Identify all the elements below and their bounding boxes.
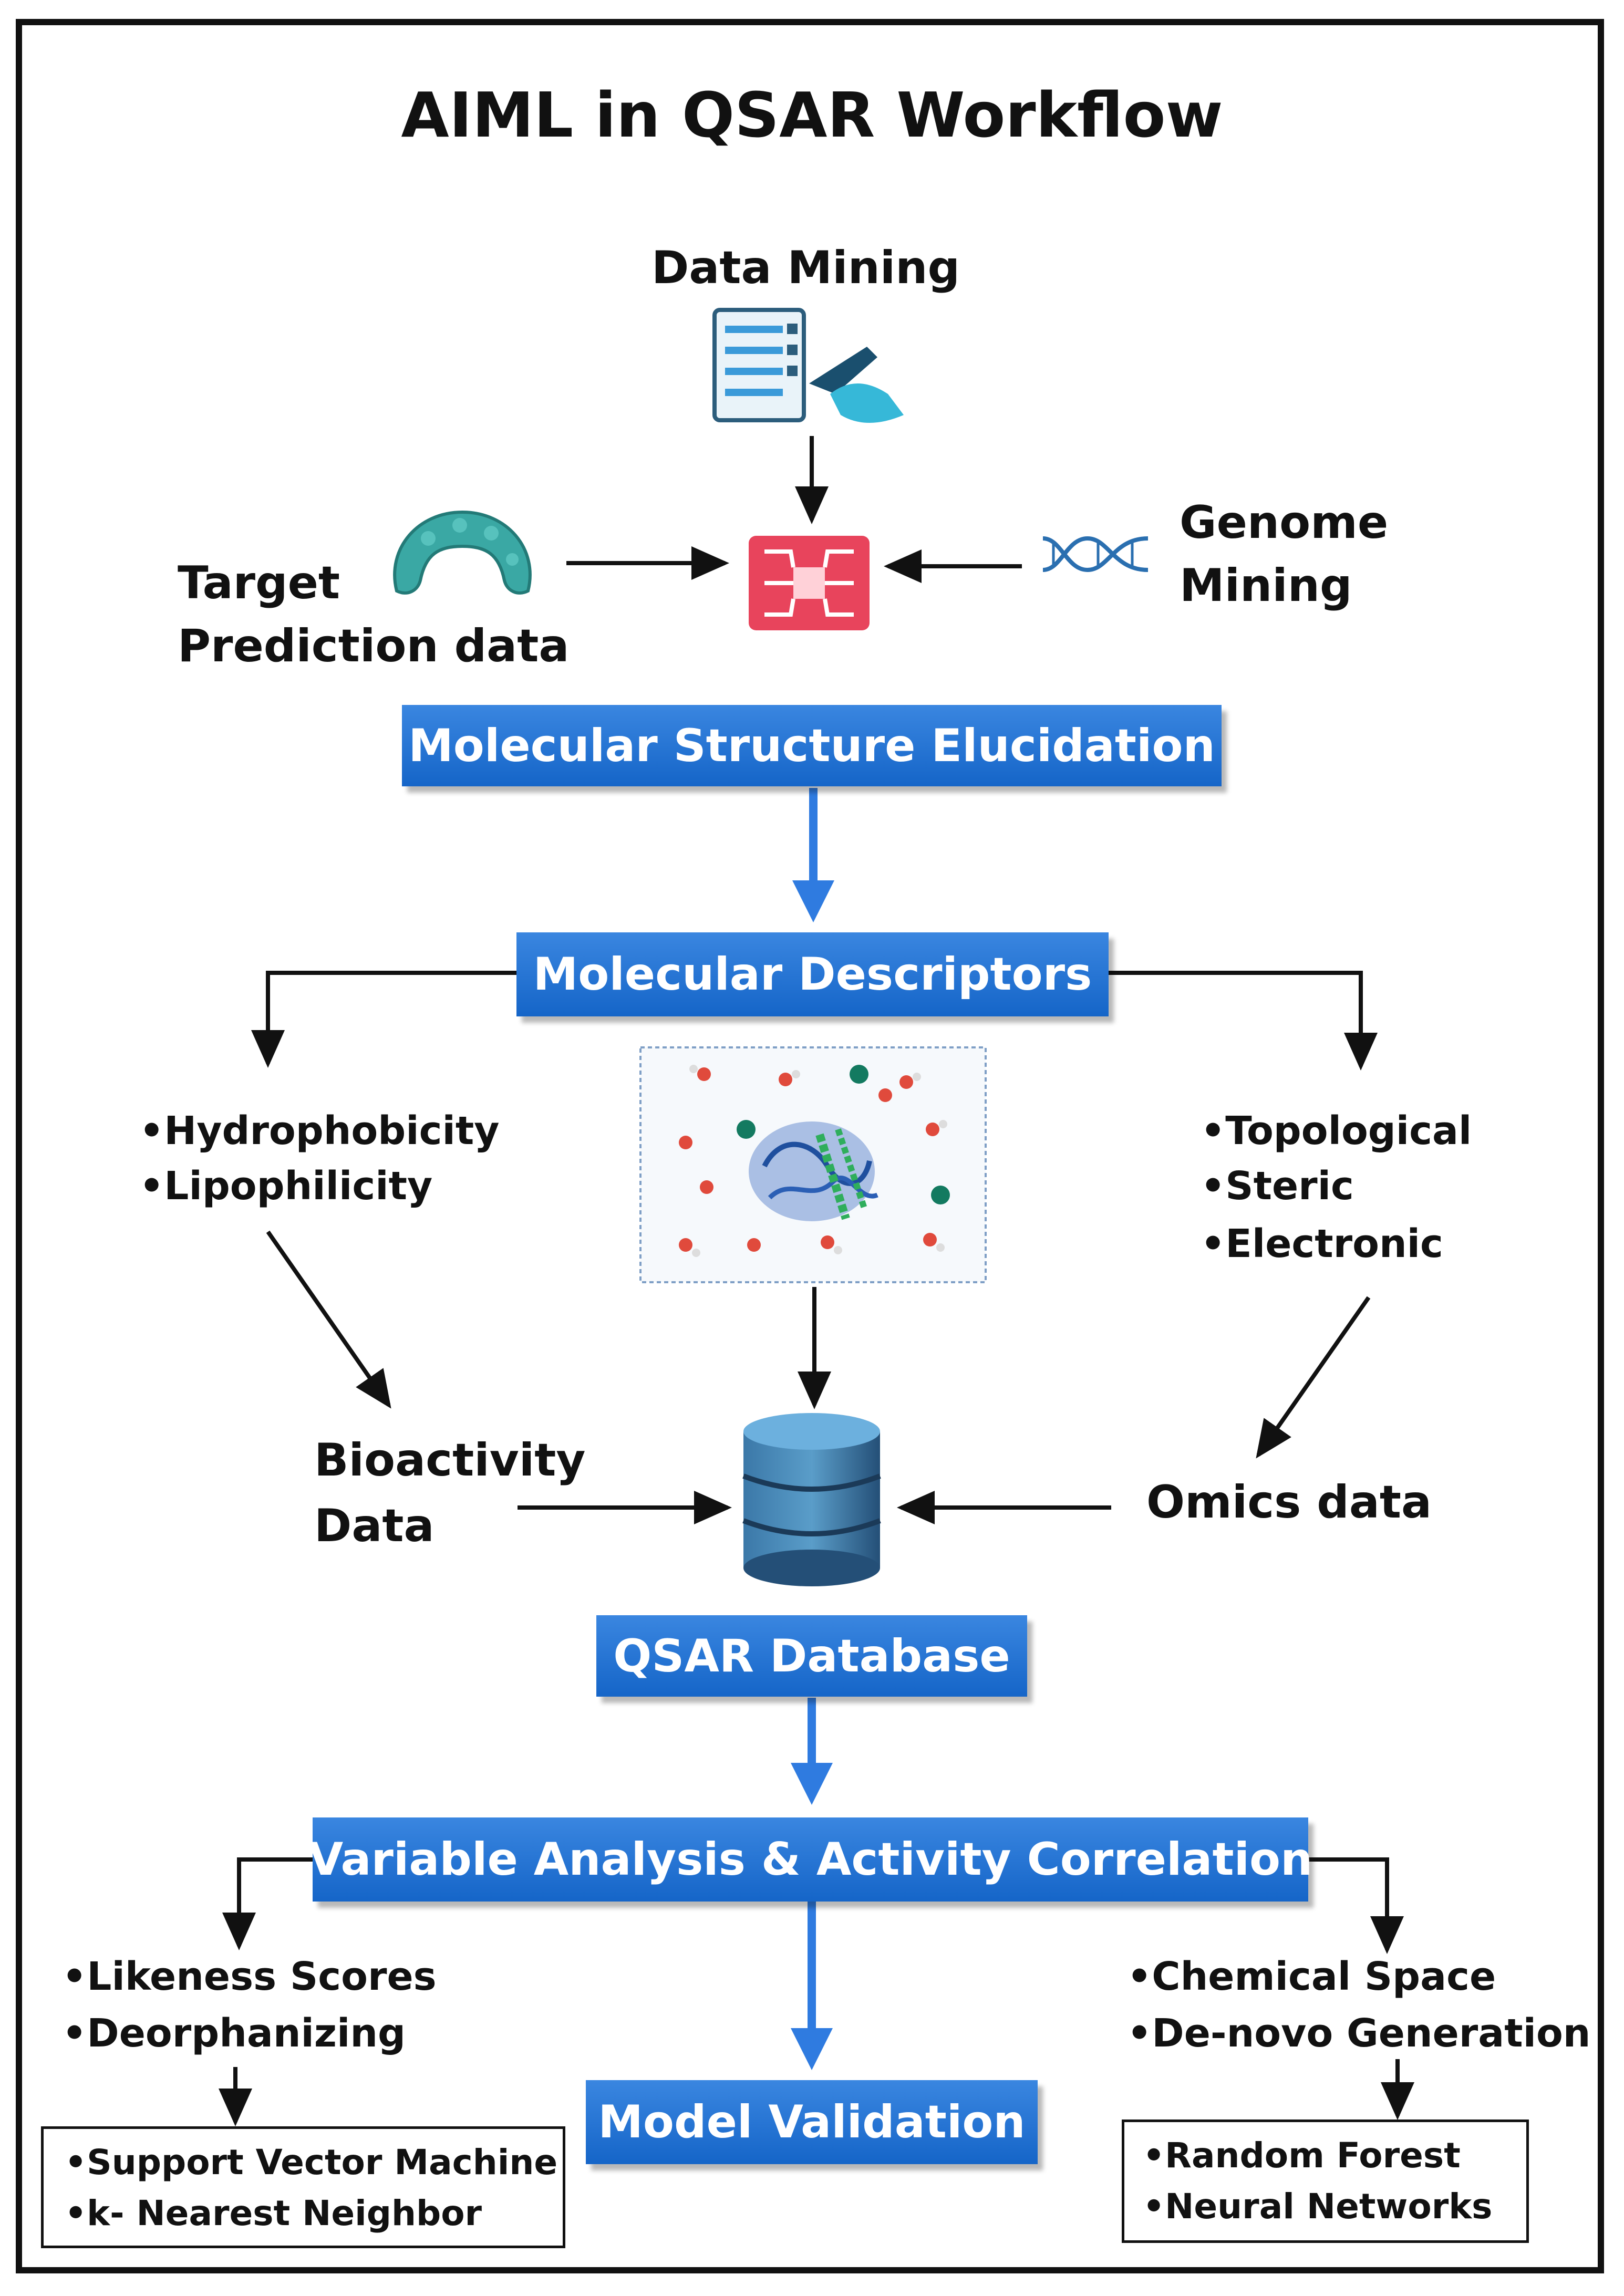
chip-icon: [749, 536, 870, 630]
bullet-topological: •Topological: [1201, 1108, 1472, 1154]
database-icon: [742, 1413, 881, 1586]
label-prediction-data: Prediction data: [178, 620, 570, 672]
protein-structure: [749, 1121, 878, 1221]
checklist-icon: [712, 308, 904, 423]
label-data-mining: Data Mining: [651, 242, 960, 294]
protein-icon: [393, 510, 532, 595]
bullet-lipophilicity: •Lipophilicity: [139, 1163, 433, 1209]
box-molecular-descriptors: Molecular Descriptors: [516, 932, 1109, 1016]
bullet-deorphanizing: •Deorphanizing: [62, 2011, 406, 2056]
label-genome: Genome: [1180, 496, 1389, 549]
branch-analysis-left: [222, 1857, 313, 1950]
label-target: Target: [178, 557, 340, 609]
box-model-validation: Model Validation: [586, 2080, 1038, 2164]
arrow-topo-to-omics: [1256, 1296, 1371, 1459]
ions: [737, 1065, 950, 1204]
box-variable-analysis: Variable Analysis & Activity Correlation: [308, 1817, 1312, 1902]
bullet-neural-networks: •Neural Networks: [1143, 2186, 1493, 2227]
bullet-likeness-scores: •Likeness Scores: [62, 1954, 437, 1999]
bullet-knn: •k- Nearest Neighbor: [65, 2193, 482, 2233]
branch-descriptors-left: [251, 971, 516, 1068]
figure-frame: [16, 19, 1604, 2273]
label-omics-data: Omics data: [1146, 1476, 1432, 1529]
label-mining: Mining: [1180, 559, 1352, 612]
box-molecular-structure: Molecular Structure Elucidation: [402, 705, 1222, 786]
figure-title: AIML in QSAR Workflow: [401, 79, 1223, 151]
box-models-right: •Random Forest •Neural Networks: [1122, 2120, 1529, 2243]
bullet-svm: •Support Vector Machine: [65, 2142, 558, 2183]
molecule-image: [639, 1046, 987, 1283]
branch-analysis-right: [1308, 1857, 1404, 1954]
bullet-denovo-generation: •De-novo Generation: [1127, 2011, 1591, 2056]
label-bioactivity-data: Data: [314, 1500, 435, 1552]
water-molecules: [679, 1065, 947, 1257]
bullet-steric: •Steric: [1201, 1163, 1354, 1209]
box-qsar-database: QSAR Database: [596, 1615, 1027, 1697]
bullet-hydrophobicity: •Hydrophobicity: [139, 1108, 500, 1154]
bullet-random-forest: •Random Forest: [1143, 2135, 1461, 2176]
box-models-left: •Support Vector Machine •k- Nearest Neig…: [41, 2126, 565, 2248]
label-bioactivity: Bioactivity: [314, 1434, 586, 1487]
arrow-hydro-to-bioactivity: [266, 1230, 391, 1409]
bullet-electronic: •Electronic: [1201, 1221, 1443, 1266]
branch-descriptors-right: [1109, 971, 1378, 1071]
bullet-chemical-space: •Chemical Space: [1127, 1954, 1496, 1999]
dna-icon: [1042, 536, 1149, 573]
